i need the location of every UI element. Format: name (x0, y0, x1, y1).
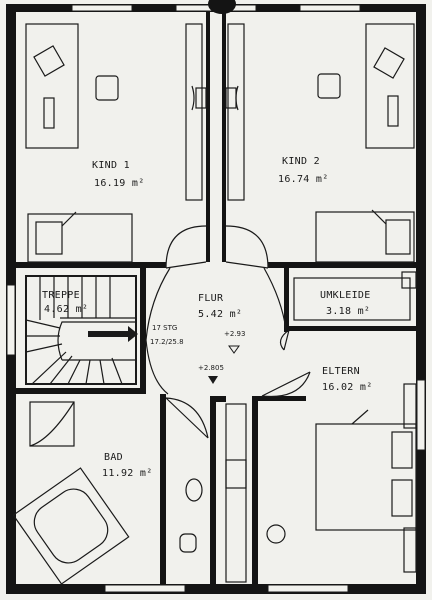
annotations: 17 STG 17.2/25.8 +2.93 +2.805 (150, 324, 245, 384)
kind1-name: KIND 1 (92, 160, 130, 171)
staircase (25, 275, 138, 385)
stair-ratio-label: 17.2/25.8 (150, 338, 184, 346)
eltern-area: 16.02 m² (322, 382, 373, 393)
doors (145, 225, 311, 439)
level-2-marker (208, 376, 218, 384)
furniture (12, 23, 417, 585)
room-labels: KIND 1 16.19 m² KIND 2 16.74 m² FLUR 5.4… (42, 156, 373, 479)
level-1-marker (228, 345, 240, 354)
treppe-name: TREPPE (42, 290, 80, 301)
bad-area: 11.92 m² (102, 468, 153, 479)
level-1-label: +2.93 (224, 330, 245, 338)
flur-area: 5.42 m² (198, 309, 242, 320)
kind2-name: KIND 2 (282, 156, 320, 167)
umkleide-area: 3.18 m² (326, 306, 370, 317)
eltern-name: ELTERN (322, 366, 360, 377)
stair-steps-label: 17 STG (152, 324, 177, 332)
umkleide-name: UMKLEIDE (320, 290, 371, 301)
interior-walls (16, 12, 416, 584)
kind1-area: 16.19 m² (94, 178, 145, 189)
flur-name: FLUR (198, 293, 224, 304)
bad-name: BAD (104, 452, 123, 463)
chimney-mark (208, 0, 236, 14)
kind2-area: 16.74 m² (278, 174, 329, 185)
treppe-area: 4.62 m² (44, 304, 88, 315)
level-2-label: +2.805 (198, 364, 224, 372)
